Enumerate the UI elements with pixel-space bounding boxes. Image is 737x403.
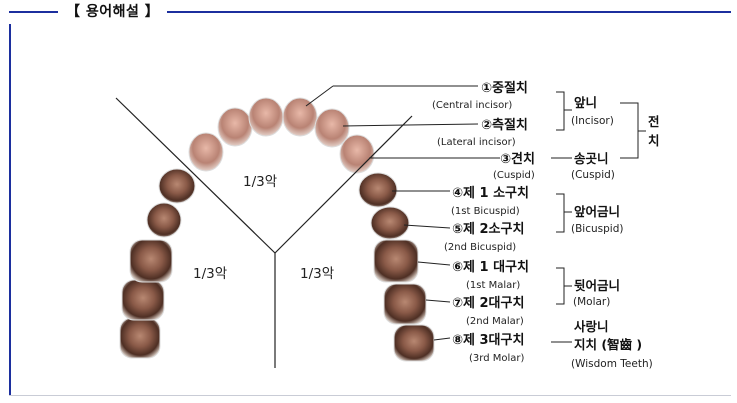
tooth-3-en: (Cuspid) [493,170,535,181]
svg-text:③견치: ③견치 [500,151,535,167]
tooth-2-ko: 측절치 [492,117,528,133]
tooth-1-ko: 중절치 [492,80,528,96]
svg-text:⑤제 2소구치: ⑤제 2소구치 [452,221,524,237]
tooth-4-num: ④ [452,186,463,201]
group-wisdom-ko2: 지치 (智齒 ) [574,337,642,352]
group-bicuspid-ko: 앞어금니 [574,204,620,219]
svg-text:④제 1 소구치: ④제 1 소구치 [452,185,529,201]
division-lines [115,97,413,368]
group-wisdom-ko1: 사랑니 [574,319,609,334]
tooth-right-2 [314,108,350,148]
tooth-left-5 [146,202,182,238]
tooth-left-6 [129,239,173,283]
svg-text:⑦제 2대구치: ⑦제 2대구치 [452,295,524,311]
section-title: 【 용어해설 】 [58,0,168,24]
tooth-left-1 [248,97,284,137]
tooth-left-4 [158,168,196,204]
svg-text:②측절치: ②측절치 [481,117,528,133]
teeth-left-side [119,97,284,359]
tooth-5-ko: 제 2소구치 [463,221,524,237]
tooth-3-num: ③ [500,152,511,167]
tooth-6-num: ⑥ [452,260,463,275]
tooth-left-8 [119,317,161,359]
tooth-8-num: ⑧ [452,333,463,348]
frame-top-border [9,11,731,13]
svg-text:⑥제 1 대구치: ⑥제 1 대구치 [452,259,529,275]
tooth-right-4 [358,172,398,208]
region-label-left: 1/3악 [193,266,227,282]
group-cuspid-en: (Cuspid) [571,169,615,181]
tooth-right-1 [282,97,318,137]
group-anterior-line1: 전 [648,114,660,129]
tooth-5-num: ⑤ [452,222,463,237]
tooth-8-ko: 제 3대구치 [463,332,524,348]
tooth-left-7 [121,279,165,321]
group-labels: 앞니 (Incisor) 송곳니 (Cuspid) 전 치 앞어금니 (Bicu… [571,95,660,370]
frame-bottom-border [9,395,731,396]
tooth-right-7 [383,283,427,325]
tooth-left-2 [217,107,253,147]
tooth-right-6 [373,239,419,283]
group-incisor-ko: 앞니 [574,95,597,110]
frame-left-border [9,24,11,396]
tooth-4-ko: 제 1 소구치 [463,185,529,201]
group-wisdom-en: (Wisdom Teeth) [571,358,653,370]
leader-lines [305,85,646,343]
tooth-7-en: (2nd Malar) [466,316,524,327]
region-label-right: 1/3악 [300,266,334,282]
tooth-labels: ①중절치 (Central incisor) ②측절치 (Lateral inc… [432,80,535,364]
tooth-8-en: (3rd Molar) [469,353,524,364]
tooth-2-en: (Lateral incisor) [437,137,516,148]
tooth-7-ko: 제 2대구치 [463,295,524,311]
teeth-right-side [282,97,435,362]
group-molar-ko: 뒷어금니 [574,278,620,293]
tooth-5-en: (2nd Bicuspid) [444,242,516,253]
tooth-left-3 [188,132,224,172]
tooth-2-num: ② [481,118,492,133]
group-bicuspid-en: (Bicuspid) [571,223,623,235]
tooth-1-num: ① [481,81,492,96]
group-incisor-en: (Incisor) [571,115,614,127]
tooth-right-8 [393,324,435,362]
svg-text:⑧제 3대구치: ⑧제 3대구치 [452,332,524,348]
tooth-3-ko: 견치 [511,151,535,167]
region-label-upper: 1/3악 [243,174,277,190]
group-cuspid-ko: 송곳니 [574,151,609,166]
svg-text:①중절치: ①중절치 [481,80,528,96]
tooth-6-ko: 제 1 대구치 [463,259,529,275]
tooth-4-en: (1st Bicuspid) [451,206,520,217]
tooth-1-en: (Central incisor) [432,100,512,111]
tooth-right-3 [339,134,375,174]
tooth-6-en: (1st Malar) [466,280,520,291]
group-anterior-line2: 치 [648,133,660,148]
tooth-7-num: ⑦ [452,296,463,311]
tooth-right-5 [370,206,410,240]
group-molar-en: (Molar) [573,296,610,308]
